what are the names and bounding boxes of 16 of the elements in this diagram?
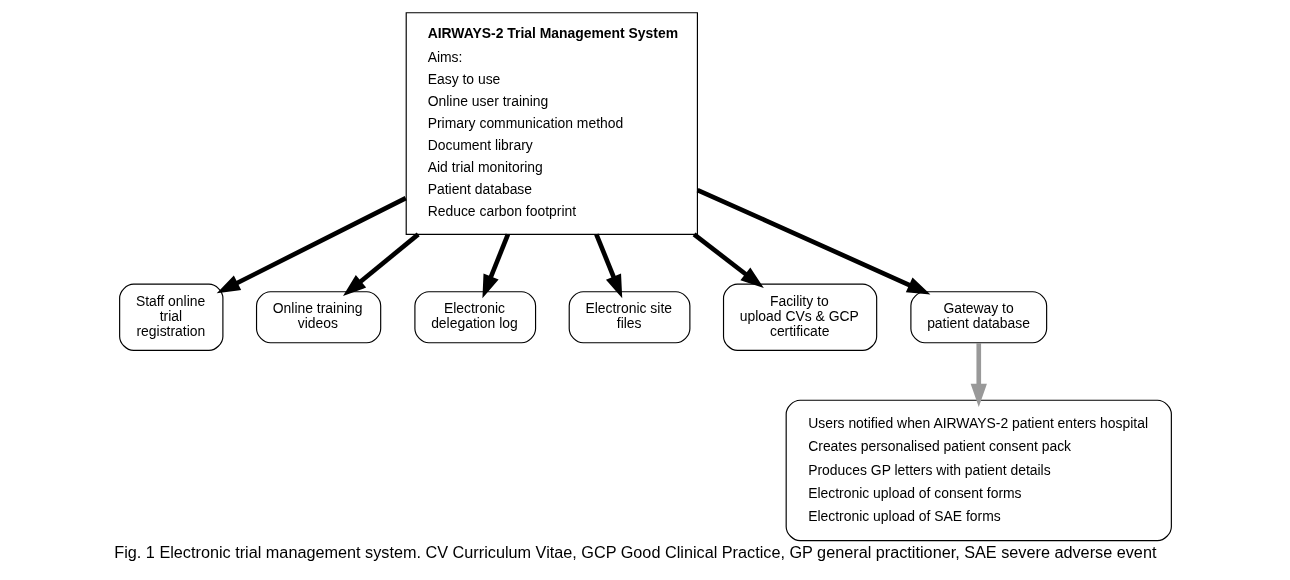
node-box: Staff online trial registration [118,283,223,351]
arrow [696,187,930,295]
arrow [481,233,510,299]
node-box: Online training videos [255,291,381,344]
arrow [216,196,407,294]
node-box: Facility to upload CVs & GCP certificate [722,283,877,351]
arrow [342,232,420,297]
node-box: Users notified when AIRWAYS-2 patient enters hospital Creates personalised patient consent pack Produces GP letters with patient details Electronic upload of consent forms Electronic upload of SAE forms [785,399,1172,542]
caption: Fig. 1 Electronic trial management system. CV Curriculum Vitae, GCP Good Clinical Practice, GP general practitioner, SAE severe adverse event [113,543,1156,562]
arrow [692,232,764,289]
arrow [593,233,622,299]
arrow [970,343,987,408]
node-box: Electronic delegation log [413,291,536,344]
node-box: Electronic site files [568,291,690,344]
node-box: Gateway to patient database [909,291,1047,344]
node-box: AIRWAYS-2 Trial Management System Aims: Easy to use Online user training Primary communication method Document library Aid trial monitoring Patient database Reduce carbon footprint [405,12,698,235]
